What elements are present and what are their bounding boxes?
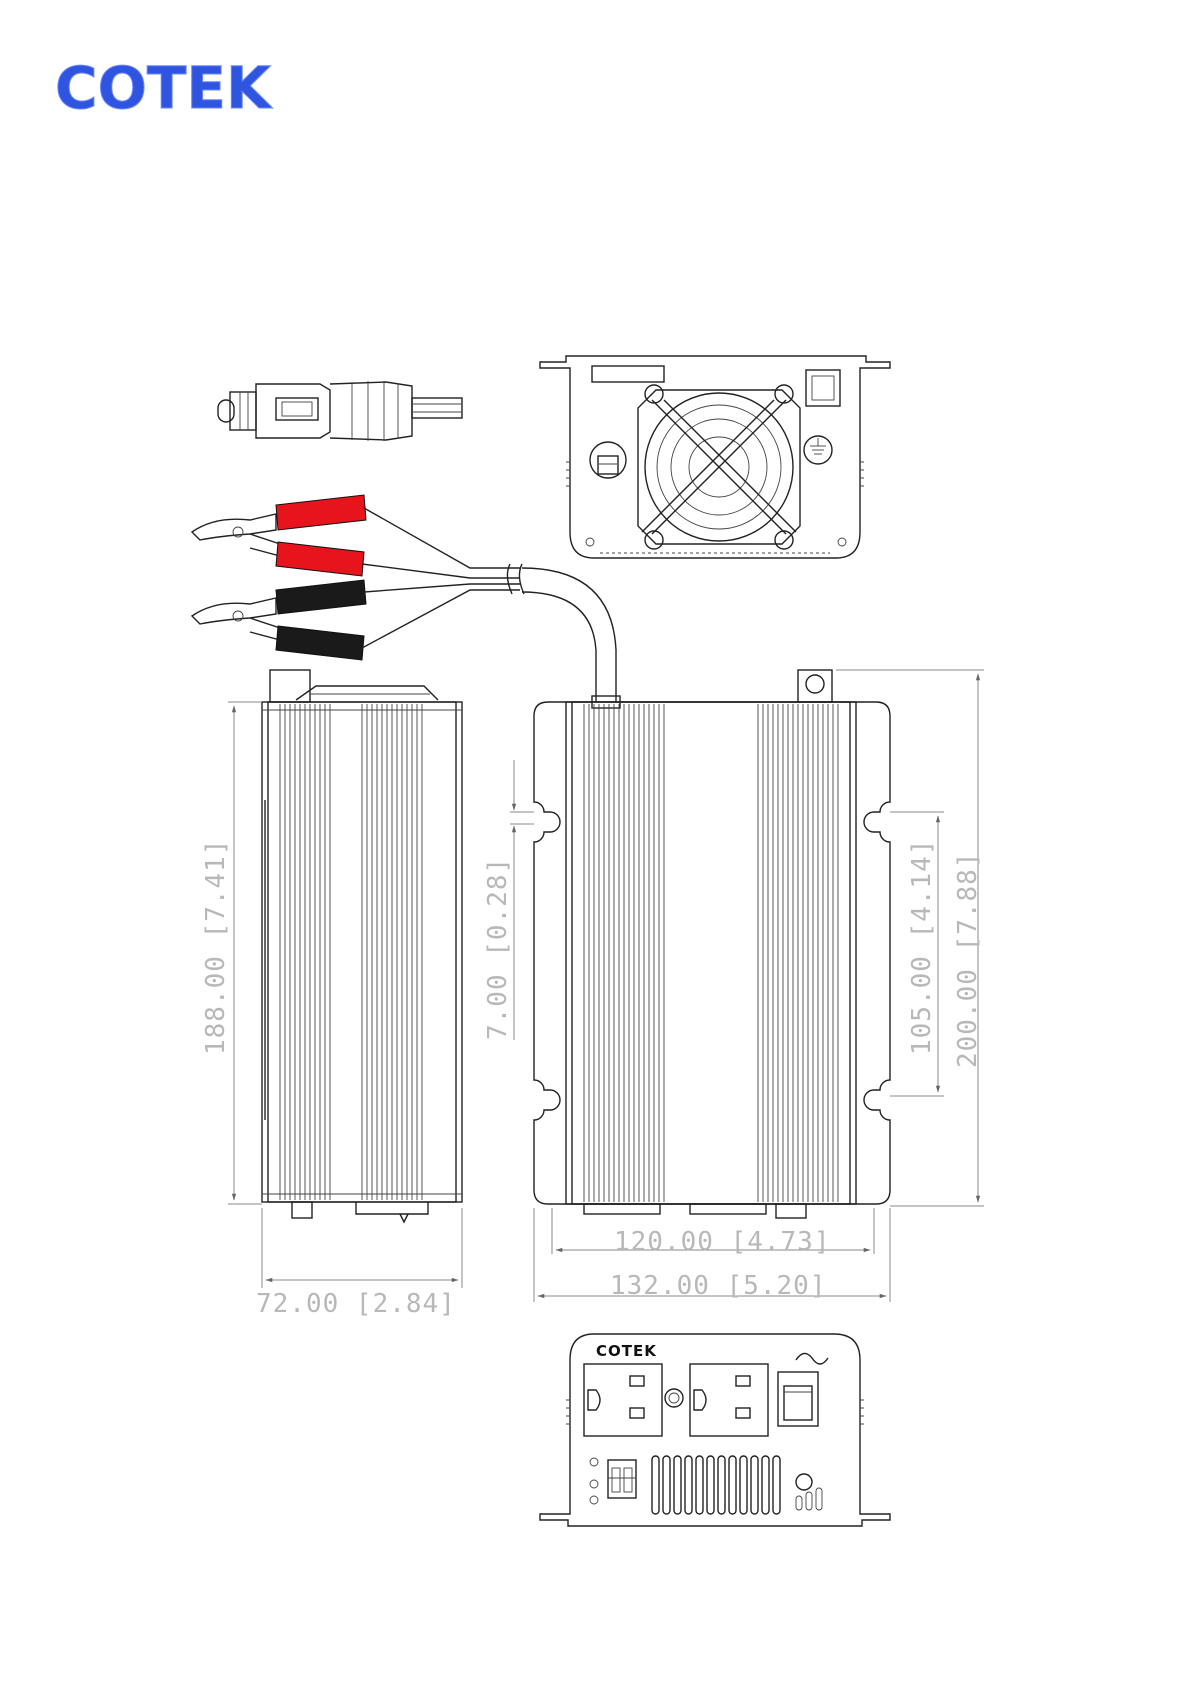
- vent-slot: [740, 1456, 747, 1514]
- rear-panel-view: [540, 356, 890, 558]
- vent-slot: [674, 1456, 681, 1514]
- dim-side-width: 72.00 [2.84]: [256, 1289, 456, 1319]
- ac-outlet-left: [584, 1364, 662, 1436]
- dim-overall-height: 200.00 [7.88]: [953, 852, 983, 1069]
- vent-slot: [729, 1456, 736, 1514]
- dim-overall-width: 132.00 [5.20]: [610, 1271, 827, 1301]
- battery-clamps: [192, 495, 620, 708]
- dim-body-width: 120.00 [4.73]: [614, 1227, 831, 1257]
- dimension-lines: [228, 670, 984, 1302]
- vent-slot: [685, 1456, 692, 1514]
- front-panel-view: COTEK: [540, 1334, 890, 1526]
- vent-slot: [707, 1456, 714, 1514]
- dim-side-height: 188.00 [7.41]: [201, 839, 231, 1056]
- vent-slot: [751, 1456, 758, 1514]
- cigarette-plug: [218, 381, 462, 441]
- ac-outlet-right: [690, 1364, 768, 1436]
- vent-slot: [773, 1456, 780, 1514]
- front-panel-brand: COTEK: [596, 1342, 657, 1360]
- vent-slot: [663, 1456, 670, 1514]
- vent-slot: [652, 1456, 659, 1514]
- side-view: [262, 670, 462, 1222]
- vent-slot: [696, 1456, 703, 1514]
- vent-slot: [718, 1456, 725, 1514]
- bottom-view: [534, 670, 890, 1218]
- dim-slot-spacing: 105.00 [4.14]: [907, 839, 937, 1056]
- cotek-logo: COTEK: [55, 54, 273, 122]
- vent-slot: [762, 1456, 769, 1514]
- dim-mount-offset: 7.00 [0.28]: [483, 857, 513, 1040]
